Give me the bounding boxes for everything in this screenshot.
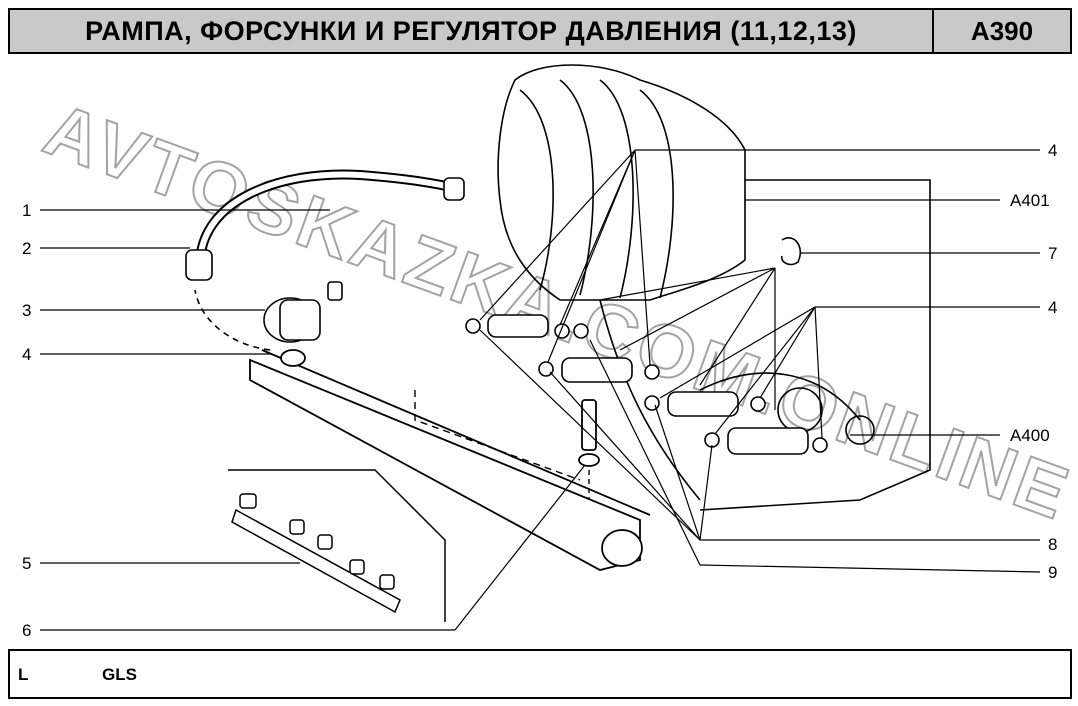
footer-bar: L GLS — [8, 649, 1072, 699]
callout-1: 1 — [22, 201, 31, 220]
watermark-text: AVTOSKAZKA.COM.ONLINE — [35, 87, 1078, 536]
callout-2: 2 — [22, 239, 31, 258]
callout-9: 9 — [1048, 563, 1057, 582]
intake-manifold-drawing — [497, 64, 931, 511]
injectors-drawing — [465, 237, 828, 455]
callout-a401: A401 — [1010, 191, 1050, 210]
callout-labels-left: 1 2 3 4 5 6 — [22, 201, 31, 640]
header-bar: РАМПА, ФОРСУНКИ И РЕГУЛЯТОР ДАВЛЕНИЯ (11… — [8, 8, 1072, 54]
callout-4-left: 4 — [22, 345, 31, 364]
callout-6: 6 — [22, 621, 31, 640]
callout-labels-right: 4 A401 7 4 A400 8 9 — [1010, 141, 1057, 582]
footer-col-2: GLS — [102, 665, 137, 684]
callout-a400: A400 — [1010, 426, 1050, 445]
callout-3: 3 — [22, 301, 31, 320]
watermark: AVTOSKAZKA.COM.ONLINE — [34, 86, 1078, 537]
callout-4-top: 4 — [1048, 141, 1057, 160]
page-code: A390 — [970, 15, 1034, 46]
callout-8: 8 — [1048, 535, 1057, 554]
fuel-rail-drawing — [249, 349, 651, 571]
leader-lines — [40, 149, 1041, 631]
inset-rail-drawing — [228, 469, 446, 622]
callout-7: 7 — [1048, 244, 1057, 263]
page-title: РАМПА, ФОРСУНКИ И РЕГУЛЯТОР ДАВЛЕНИЯ (11… — [10, 10, 934, 52]
callout-4-middle: 4 — [1048, 298, 1057, 317]
pressure-regulator-drawing — [194, 281, 343, 351]
footer-col-1: L — [18, 665, 29, 684]
fuel-hose-drawing — [185, 169, 465, 281]
callout-5: 5 — [22, 554, 31, 573]
